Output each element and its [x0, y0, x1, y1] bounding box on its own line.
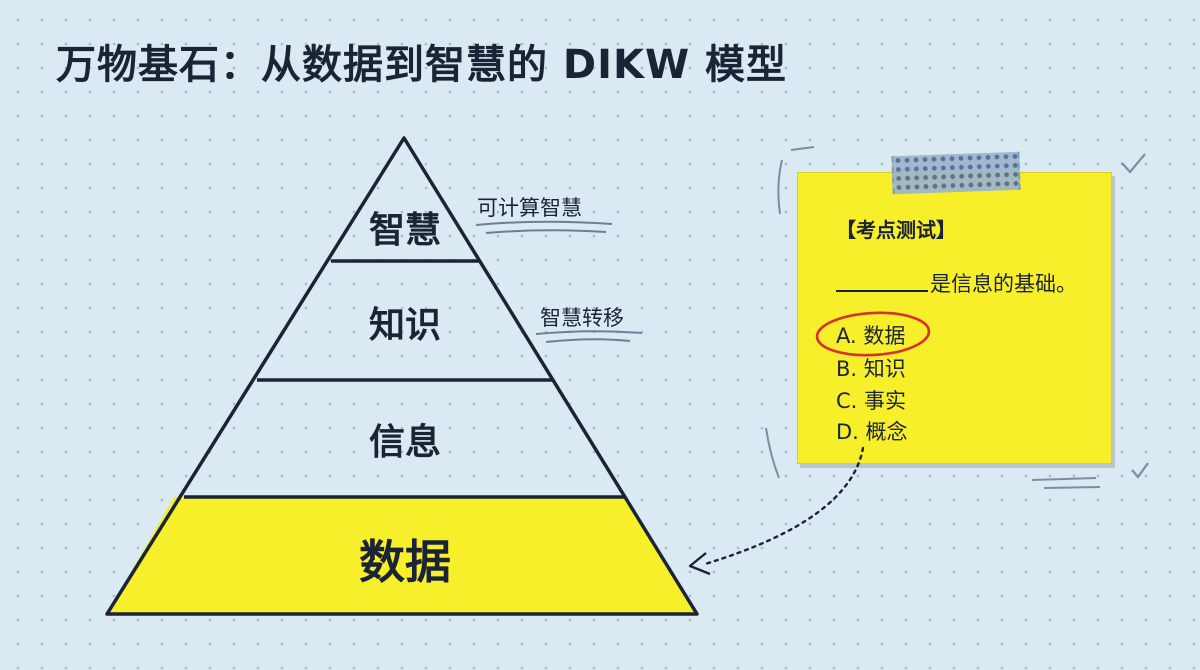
pyramid-layer-wisdom: 智慧	[369, 210, 441, 251]
quiz-option-a: A. 数据	[836, 324, 906, 348]
pyramid-outline	[105, 136, 699, 616]
quiz-option-c: C. 事实	[836, 389, 907, 413]
side-note-computable-wisdom: 可计算智慧	[477, 196, 582, 220]
pyramid-layer-data-fill	[107, 497, 697, 614]
pyramid-layer-knowledge: 知识	[369, 305, 441, 346]
pyramid-layer-data: 数据	[359, 535, 451, 589]
pyramid-layer-information: 信息	[369, 422, 441, 463]
washi-tape	[891, 151, 1021, 195]
quiz-option-b: B. 知识	[836, 357, 906, 381]
side-note-underline-2	[535, 330, 643, 343]
quiz-question: 是信息的基础。	[930, 272, 1077, 296]
page-title: 万物基石：从数据到智慧的 DIKW 模型	[56, 42, 788, 88]
side-note-wisdom-transfer: 智慧转移	[540, 306, 624, 330]
quiz-option-d: D. 概念	[836, 420, 908, 444]
quiz-answer-blank	[836, 268, 928, 292]
side-note-underline-1	[475, 220, 613, 234]
quiz-heading: 【考点测试】	[836, 218, 956, 242]
